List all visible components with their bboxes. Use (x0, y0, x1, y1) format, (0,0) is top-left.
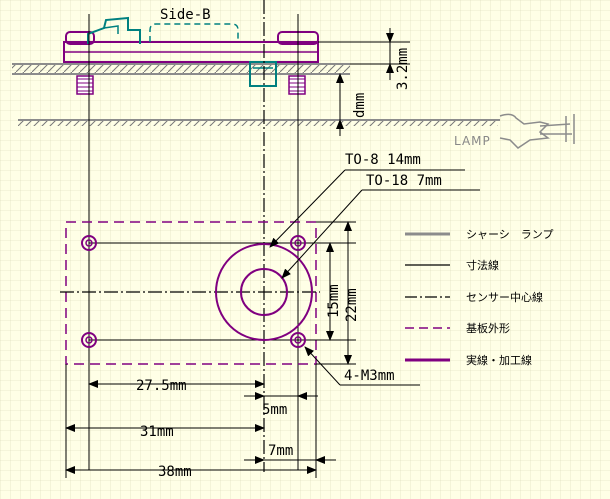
to18-label: TO-18 7mm (366, 173, 442, 189)
component-teal (87, 16, 141, 44)
lamp-icon (499, 113, 550, 149)
chassis-plate (12, 64, 350, 74)
screw-tail-left (76, 75, 94, 95)
dim-3-2mm: 3.2mm (395, 48, 411, 90)
dim-15mm: 15mm (326, 284, 342, 318)
dim-22mm: 22mm (344, 288, 360, 322)
leaders: TO-8 14mm TO-18 7mm 4-M3mm (269, 152, 480, 386)
lamp-surface (18, 120, 498, 126)
top-view (60, 221, 356, 478)
dim-38mm: 38mm (158, 464, 192, 480)
m3-label: 4-M3mm (344, 368, 395, 384)
dim-5mm: 5mm (262, 402, 287, 418)
legend-label-dimension: 寸法線 (466, 258, 499, 272)
mount-hole-br (290, 332, 306, 348)
mount-hole-bl (81, 332, 97, 348)
side-b-outline (149, 23, 239, 42)
dim-27-5mm: 27.5mm (136, 378, 187, 394)
mount-hole-tr (290, 235, 306, 251)
legend-label-board: 基板外形 (466, 321, 510, 335)
screw-tail-right (288, 75, 306, 95)
dim-dmm: dmm (352, 93, 368, 118)
legend-label-solid: 実線・加工線 (466, 353, 532, 367)
mount-hole-tl (81, 235, 97, 251)
side-dimensions: 3.2mm dmm (318, 28, 411, 136)
sensor-to8-circle (215, 243, 313, 341)
dim-7mm: 7mm (268, 443, 293, 459)
legend: シャーシ ランプ 寸法線 センサー中心線 基板外形 実線・加工線 (405, 228, 553, 367)
dim-31mm: 31mm (140, 424, 174, 440)
sensor-to18-circle (240, 268, 288, 316)
to8-label: TO-8 14mm (345, 152, 421, 168)
screw-head-left (65, 31, 95, 45)
side-b-label: Side-B (160, 7, 211, 23)
lamp-label: LAMP (454, 134, 491, 148)
legend-label-chassis: シャーシ ランプ (466, 228, 553, 241)
horizontal-dims: 27.5mm 5mm 31mm 7mm 38mm (65, 378, 336, 480)
legend-label-centerline: センサー中心線 (466, 290, 543, 304)
sensor-side (249, 61, 277, 87)
vertical-dims: 15mm 22mm (326, 221, 360, 365)
board-outline (65, 221, 317, 365)
lamp-group: LAMP (454, 113, 575, 149)
